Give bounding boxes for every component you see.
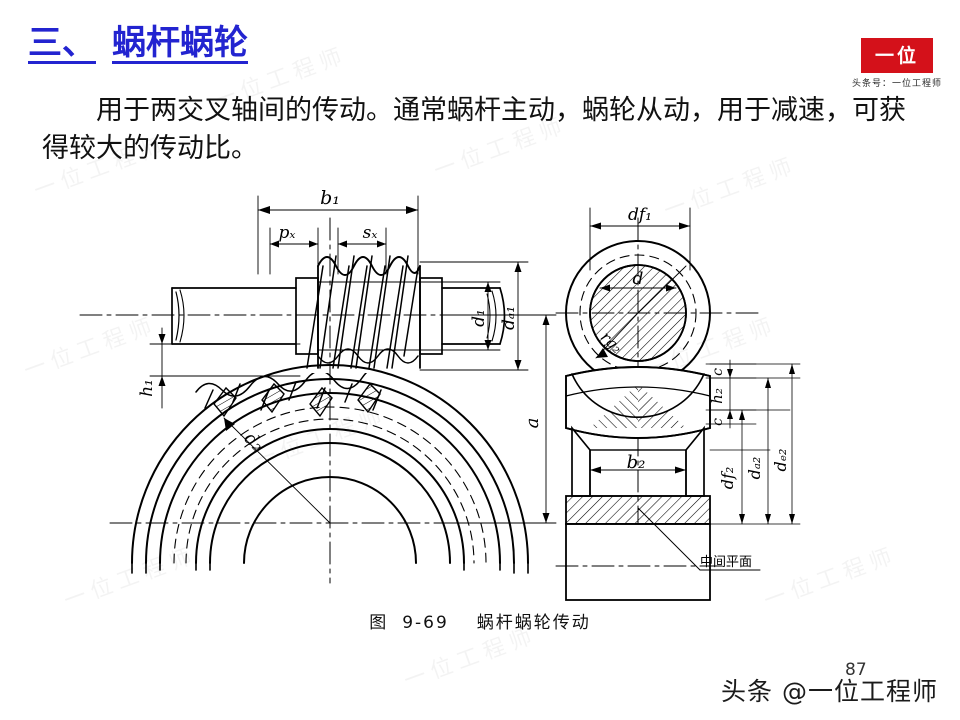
label-df1: d𝑓₁ bbox=[628, 205, 652, 225]
body-paragraph: 用于两交叉轴间的传动。通常蜗杆主动，蜗轮从动，用于减速，可获得较大的传动比。 bbox=[42, 95, 906, 165]
annotation-middle-plane: 中间平面 bbox=[700, 555, 752, 570]
page-title-text: 蜗杆蜗轮 bbox=[112, 23, 248, 63]
page-title-number: 三、 bbox=[28, 23, 96, 63]
worm-gear-drawing: b₁ pₓ sₓ d₁ dₐ₁ h₁ d₂ a d𝑓₁ d rg₂ b₂ c h… bbox=[0, 178, 960, 648]
label-d1: d₁ bbox=[469, 309, 489, 327]
worm-wheel-arcs bbox=[131, 364, 529, 564]
label-da2: dₐ₂ bbox=[745, 457, 764, 480]
label-df2: d𝑓₂ bbox=[718, 467, 737, 490]
label-c-upper: c bbox=[710, 368, 726, 376]
page-title: 三、蜗杆蜗轮 bbox=[28, 26, 248, 60]
footer-watermark: 头条 @一位工程师 bbox=[721, 677, 938, 706]
logo-badge: 一位 bbox=[860, 38, 933, 73]
caption-number: 9-69 bbox=[402, 613, 449, 633]
label-h2: h₂ bbox=[708, 388, 726, 404]
label-d: d bbox=[633, 269, 644, 289]
label-h1: h₁ bbox=[137, 379, 157, 397]
caption-prefix: 图 bbox=[369, 613, 389, 633]
label-b1: b₁ bbox=[320, 187, 340, 209]
brand-logo: 一位 头条号：一位工程师 bbox=[852, 38, 942, 89]
label-da1: dₐ₁ bbox=[499, 306, 519, 330]
label-de2: dₑ₂ bbox=[771, 449, 790, 472]
label-b2: b₂ bbox=[627, 452, 646, 473]
caption-title: 蜗杆蜗轮传动 bbox=[476, 613, 591, 633]
logo-subtitle: 头条号：一位工程师 bbox=[851, 79, 942, 89]
label-px: pₓ bbox=[279, 223, 296, 243]
page-number: 87 bbox=[845, 660, 867, 680]
worm-gear-svg: b₁ pₓ sₓ d₁ dₐ₁ h₁ d₂ a d𝑓₁ d rg₂ b₂ c h… bbox=[79, 187, 801, 601]
figure-caption: 图 9-69 蜗杆蜗轮传动 bbox=[0, 608, 960, 633]
label-c-lower: c bbox=[710, 418, 726, 426]
label-a: a bbox=[522, 418, 543, 429]
label-sx: sₓ bbox=[363, 223, 378, 243]
